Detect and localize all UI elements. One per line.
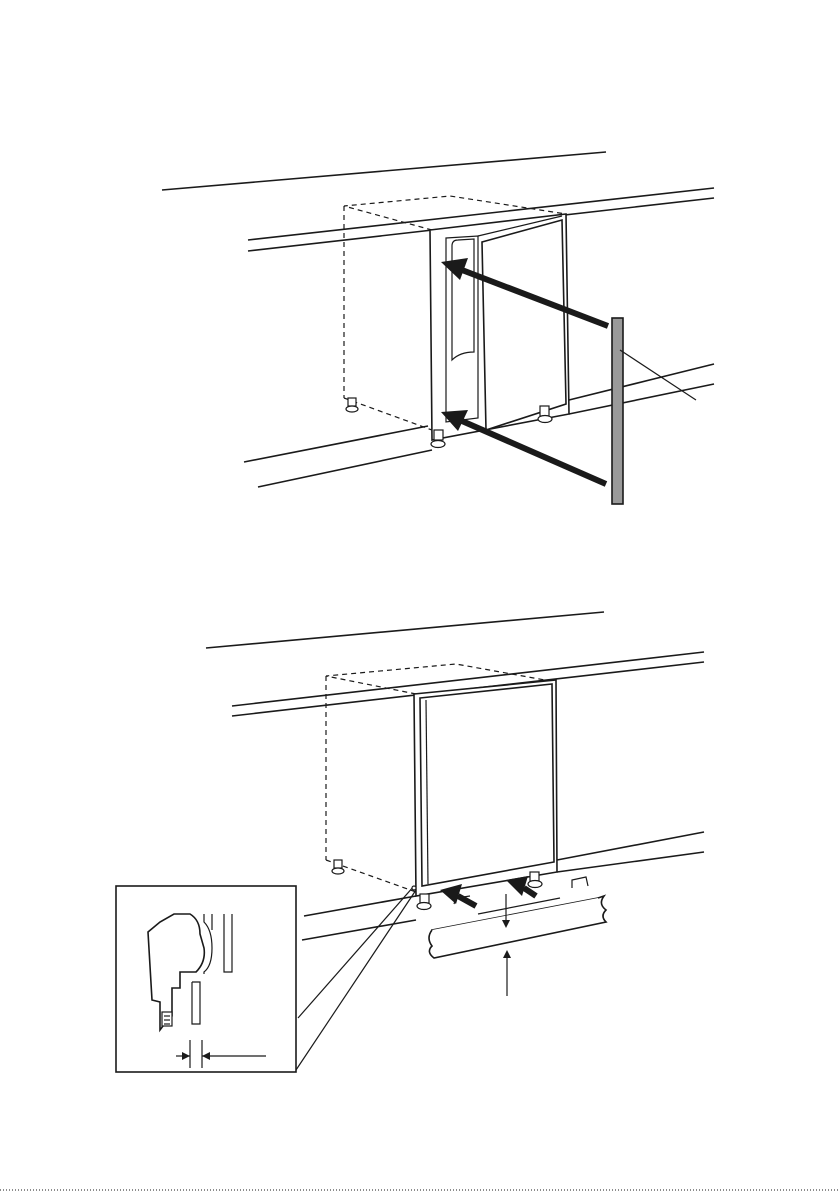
detail-leader-line-2 [296, 890, 416, 1070]
adjustable-foot-left-rear [332, 860, 344, 874]
floor-line-lower [302, 920, 416, 940]
hinge-screw [162, 1012, 172, 1026]
adjustable-foot-left-rear [346, 398, 358, 412]
plinth-clearance-marker-bottom [503, 950, 511, 996]
detail-leader-line-1 [298, 886, 414, 1018]
adjustable-foot-front-left [417, 894, 431, 910]
panel-trim-strip-mounting [162, 152, 714, 504]
plinth-line-right-upper [569, 364, 714, 400]
plinth-line-right-lower [569, 384, 714, 414]
floor-line-lower [258, 450, 432, 487]
appliance-door-closed [420, 684, 554, 886]
door-gap-detail-inset [116, 886, 296, 1072]
floor-line-upper [304, 896, 416, 916]
door-trim-strip [612, 318, 623, 504]
appliance-door [482, 220, 566, 430]
appliance-outline-dashed-bottom [344, 398, 432, 430]
detail-point [412, 886, 416, 890]
worktop-back-line [206, 612, 604, 648]
worktop-back-line [162, 152, 606, 190]
trim-strip-leader-line [620, 350, 696, 400]
inset-frame [116, 886, 296, 1072]
